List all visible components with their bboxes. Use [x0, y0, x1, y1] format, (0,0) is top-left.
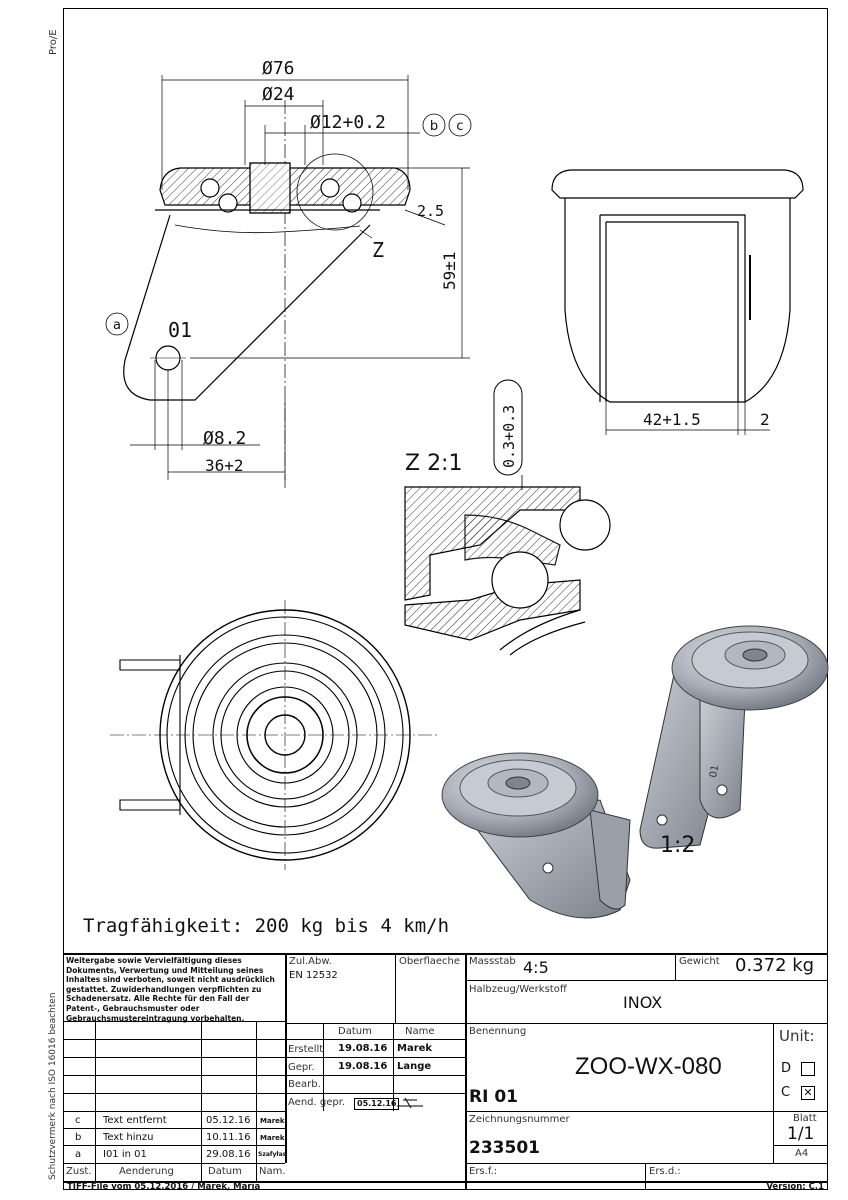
- massstab-label: Massstab: [469, 956, 516, 967]
- unit-c-checkbox[interactable]: ✕: [801, 1086, 815, 1100]
- dim-36: 36+2: [205, 456, 244, 475]
- rev-b-zust: b: [75, 1132, 82, 1143]
- erstellt-name: Marek: [397, 1043, 433, 1054]
- aend-gepr-label: Aend. gepr.: [288, 1097, 346, 1108]
- title-block: Weitergabe sowie Vervielfältigung dieses…: [63, 953, 828, 1192]
- format-label: A4: [795, 1148, 809, 1159]
- dim-76: Ø76: [262, 58, 295, 79]
- gewicht-label: Gewicht: [679, 956, 720, 967]
- unit-c-label: C: [781, 1085, 791, 1100]
- zeichnungsnr-value: 233501: [469, 1138, 540, 1158]
- halbzeug-value: INOX: [623, 993, 663, 1012]
- benennung-value: ZOO-WX-080: [575, 1053, 722, 1080]
- side-section-view: [123, 100, 411, 490]
- rev-c-text: Text entfernt: [103, 1115, 167, 1126]
- drawing-sheet: [63, 8, 828, 1190]
- rev-header-datum: Datum: [208, 1166, 242, 1177]
- dim-59: 59±1: [440, 251, 459, 290]
- iso-scale: 1:2: [660, 833, 695, 858]
- rev-header-aenderung: Aenderung: [119, 1166, 174, 1177]
- rev-c-zust: c: [75, 1115, 81, 1126]
- iso-part-mark: 01: [708, 764, 721, 778]
- unit-d-label: D: [781, 1061, 792, 1076]
- side-dimensions: [130, 75, 470, 480]
- erstellt-date: 19.08.16: [338, 1043, 388, 1054]
- dim-25: 2.5: [417, 202, 444, 220]
- zeichnungsnr-label: Zeichnungsnummer: [469, 1114, 570, 1125]
- gepr-date: 19.08.16: [338, 1061, 388, 1072]
- view-z-label: Z: [372, 238, 384, 262]
- dim-2: 2: [760, 410, 770, 429]
- gepr-label: Gepr.: [288, 1062, 315, 1073]
- marker-b: b: [430, 119, 438, 134]
- rev-c-name: Marek: [260, 1117, 285, 1125]
- technical-drawing: Ø76 Ø24 Ø12+0.2 2.5 Z 59±1 Ø8.2 36+2 01 …: [83, 58, 829, 937]
- rev-a-date: 29.08.16: [206, 1149, 251, 1160]
- dim-24: Ø24: [262, 84, 295, 105]
- blatt-label: Blatt: [793, 1113, 817, 1124]
- rev-a-zust: a: [75, 1149, 82, 1160]
- dim-8-2: Ø8.2: [203, 428, 246, 449]
- benennung-sub: RI 01: [469, 1087, 518, 1107]
- rev-a-text: I01 in 01: [103, 1149, 147, 1160]
- benennung-label: Benennung: [469, 1026, 527, 1037]
- marker-a: a: [113, 318, 121, 333]
- rev-a-name: Szafyłas: [258, 1151, 287, 1158]
- rev-b-name: Marek: [260, 1134, 285, 1142]
- dim-42: 42+1.5: [643, 410, 701, 429]
- oberflaeche-label: Oberflaeche: [399, 956, 461, 967]
- detail-z-label: Z 2:1: [405, 451, 462, 476]
- halbzeug-label: Halbzeug/Werkstoff: [469, 984, 567, 995]
- bearb-label: Bearb.: [288, 1079, 321, 1090]
- footer-left: TIFF-File vom 05.12.2016 / Marek, Maria: [67, 1182, 261, 1192]
- footer-right: Version: C.1: [766, 1182, 824, 1192]
- detail-z-view: Z 2:1 0.3+0.3: [404, 379, 611, 656]
- zul-abw-label: Zul.Abw.: [289, 956, 332, 967]
- isometric-top-view: [441, 752, 631, 919]
- gewicht-value: 0.372 kg: [735, 955, 815, 976]
- rev-header-zust: Zust.: [66, 1166, 92, 1177]
- signature-mark: [397, 1097, 423, 1109]
- rev-header-name: Nam.: [259, 1166, 286, 1177]
- erstellt-label: Erstellt: [288, 1044, 324, 1055]
- ersf-label: Ers.f.:: [469, 1166, 498, 1177]
- copyright-notice: Weitergabe sowie Vervielfältigung dieses…: [66, 956, 275, 1023]
- zul-abw-value: EN 12532: [289, 970, 338, 981]
- name-header: Name: [405, 1026, 435, 1037]
- marker-c: c: [456, 119, 463, 134]
- blatt-value: 1/1: [787, 1124, 815, 1144]
- rev-b-date: 10.11.16: [206, 1132, 251, 1143]
- datum-header: Datum: [338, 1026, 372, 1037]
- dim-0-3: 0.3+0.3: [500, 405, 518, 468]
- part-mark: 01: [168, 318, 192, 342]
- front-view: [551, 169, 804, 403]
- unit-label: Unit:: [779, 1027, 815, 1045]
- rev-b-text: Text hinzu: [103, 1132, 154, 1143]
- unit-d-checkbox[interactable]: [801, 1062, 815, 1076]
- aend-date: 05.12.16: [354, 1098, 400, 1110]
- dim-12: Ø12+0.2: [310, 112, 386, 133]
- top-view: [110, 600, 440, 870]
- load-capacity-note: Tragfähigkeit: 200 kg bis 4 km/h: [83, 915, 449, 937]
- rev-c-date: 05.12.16: [206, 1115, 251, 1126]
- ersd-label: Ers.d.:: [649, 1166, 681, 1177]
- isometric-bracket-view: 01: [639, 625, 829, 849]
- protection-note: Schutzvermerk nach ISO 16016 beachten: [48, 992, 58, 1180]
- gepr-name: Lange: [397, 1061, 432, 1072]
- massstab-value: 4:5: [523, 958, 549, 977]
